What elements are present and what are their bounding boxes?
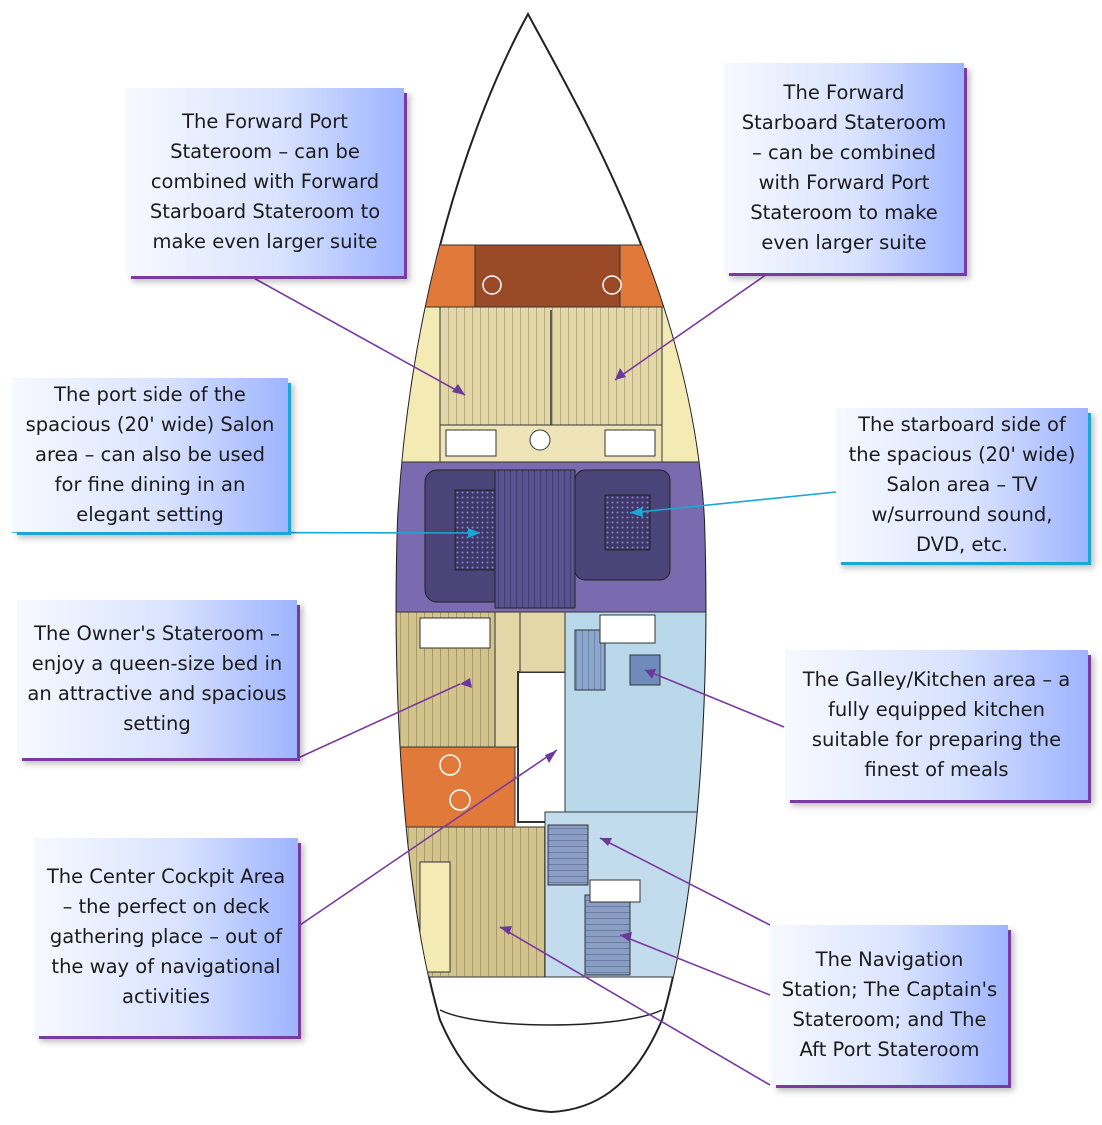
callout-forward-starboard-stateroom: The Forward Starboard Stateroom – can be… bbox=[724, 63, 964, 273]
leader-galley bbox=[644, 669, 785, 728]
forward-heads bbox=[404, 244, 706, 308]
leader-salon-port bbox=[11, 531, 481, 534]
callout-owners-stateroom: The Owner's Stateroom – enjoy a queen-si… bbox=[17, 600, 297, 758]
callout-navigation-station: The Navigation Station; The Captain's St… bbox=[771, 925, 1008, 1085]
leader-nav-3 bbox=[499, 926, 771, 1086]
callout-forward-port-stateroom: The Forward Port Stateroom – can be comb… bbox=[126, 88, 404, 276]
leader-forward-port bbox=[249, 275, 466, 396]
callout-text: The Navigation Station; The Captain's St… bbox=[781, 948, 998, 1061]
callout-text: The Forward Starboard Stateroom – can be… bbox=[741, 81, 947, 254]
callout-salon-starboard-side: The starboard side of the spacious (20' … bbox=[836, 408, 1088, 562]
callout-salon-port-side: The port side of the spacious (20' wide)… bbox=[12, 378, 288, 532]
leader-lines bbox=[11, 271, 837, 1086]
callout-text: The port side of the spacious (20' wide)… bbox=[25, 383, 275, 526]
salon bbox=[396, 461, 706, 613]
callout-text: The Owner's Stateroom – enjoy a queen-si… bbox=[27, 622, 287, 735]
callout-text: The Center Cockpit Area – the perfect on… bbox=[46, 865, 286, 1008]
leader-salon-starboard bbox=[629, 491, 837, 514]
forward-staterooms bbox=[396, 306, 706, 464]
owners-stateroom bbox=[396, 611, 526, 748]
callout-text: The Forward Port Stateroom – can be comb… bbox=[149, 110, 381, 253]
galley bbox=[564, 611, 706, 813]
callout-text: The Galley/Kitchen area – a fully equipp… bbox=[802, 668, 1071, 781]
leader-forward-starboard bbox=[614, 271, 771, 381]
leader-cockpit bbox=[299, 749, 558, 926]
leader-owners bbox=[297, 683, 461, 759]
leader-nav-2 bbox=[619, 934, 771, 996]
callout-text: The starboard side of the spacious (20' … bbox=[848, 413, 1076, 556]
arrow-tips bbox=[452, 368, 656, 942]
stern-deck-line bbox=[439, 1009, 663, 1026]
callout-galley-kitchen: The Galley/Kitchen area – a fully equipp… bbox=[785, 650, 1088, 800]
leader-nav-1 bbox=[599, 837, 771, 926]
callout-center-cockpit: The Center Cockpit Area – the perfect on… bbox=[34, 838, 298, 1036]
mid-heads bbox=[396, 746, 516, 828]
